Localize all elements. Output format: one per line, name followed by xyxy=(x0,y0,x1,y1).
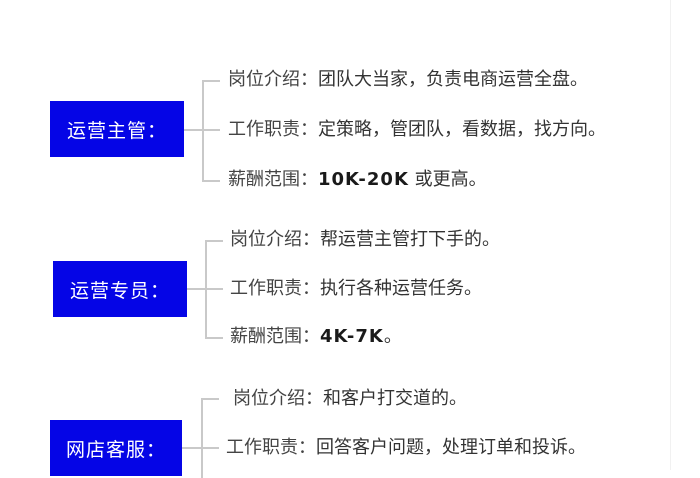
role-detail-row: 岗位介绍：团队大当家，负责电商运营全盘。 xyxy=(228,69,588,91)
connector-bracket xyxy=(202,80,204,182)
row-value: 定策略，管团队，看数据，找方向。 xyxy=(318,119,606,140)
row-label: 工作职责： xyxy=(230,278,320,299)
right-edge-rule xyxy=(670,0,671,470)
row-label: 工作职责： xyxy=(226,437,316,458)
salary-range: 4K-7K xyxy=(320,326,384,347)
role-box-operations-specialist: 运营专员： xyxy=(53,261,187,317)
connector-tick xyxy=(202,180,220,182)
connector-stem xyxy=(184,129,203,131)
connector-tick xyxy=(205,337,223,339)
role-name: 网店客服： xyxy=(65,438,166,461)
role-box-operations-manager: 运营主管： xyxy=(50,101,184,157)
connector-tick xyxy=(205,288,223,290)
salary-range: 10K-20K xyxy=(318,169,409,190)
role-detail-row: 工作职责：定策略，管团队，看数据，找方向。 xyxy=(228,119,606,141)
role-detail-row: 薪酬范围：4K-7K。 xyxy=(230,326,402,348)
row-label: 岗位介绍： xyxy=(230,229,320,250)
connector-stem xyxy=(187,288,206,290)
role-detail-row: 工作职责：回答客户问题，处理订单和投诉。 xyxy=(226,437,586,459)
row-value: 帮运营主管打下手的。 xyxy=(320,229,500,250)
row-value: 团队大当家，负责电商运营全盘。 xyxy=(318,69,588,90)
connector-tick xyxy=(202,129,220,131)
row-value-suffix: 。 xyxy=(383,326,402,347)
page-title: ■■■■■■■■ xyxy=(168,2,550,10)
page-title-clipped: ■■■■■■■■ xyxy=(168,0,550,10)
row-label: 工作职责： xyxy=(228,119,318,140)
row-value: 回答客户问题，处理订单和投诉。 xyxy=(316,437,586,458)
connector-tick xyxy=(202,80,220,82)
role-name: 运营专员： xyxy=(69,279,170,302)
connector-tick xyxy=(201,398,219,400)
row-label: 薪酬范围： xyxy=(230,326,320,347)
role-detail-row: 工作职责：执行各种运营任务。 xyxy=(230,278,482,300)
role-detail-row: 岗位介绍：帮运营主管打下手的。 xyxy=(230,229,500,251)
connector-tick xyxy=(201,447,219,449)
connector-bracket xyxy=(201,398,203,478)
connector-stem xyxy=(182,447,202,449)
row-value: 执行各种运营任务。 xyxy=(320,278,482,299)
row-label: 岗位介绍： xyxy=(233,388,323,409)
connector-tick xyxy=(205,240,223,242)
row-value-suffix: 或更高。 xyxy=(408,169,487,190)
row-value: 和客户打交道的。 xyxy=(323,388,467,409)
row-label: 岗位介绍： xyxy=(228,69,318,90)
role-detail-row: 薪酬范围：10K-20K 或更高。 xyxy=(228,169,487,191)
row-label: 薪酬范围： xyxy=(228,169,318,190)
role-detail-row: 岗位介绍：和客户打交道的。 xyxy=(233,388,467,410)
role-box-customer-service: 网店客服： xyxy=(50,420,182,476)
role-name: 运营主管： xyxy=(66,119,167,142)
